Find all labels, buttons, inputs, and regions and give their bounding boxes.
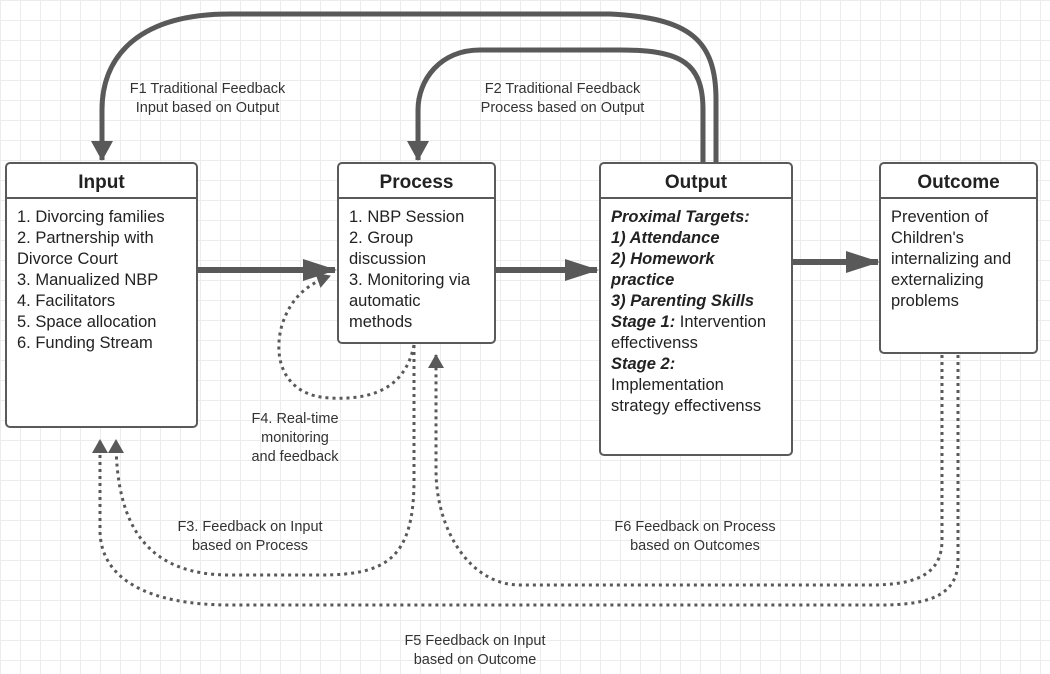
- list-item: 1. NBP Session: [349, 208, 465, 226]
- list-item: 4. Facilitators: [17, 292, 116, 310]
- list-item: Divorce Court: [17, 250, 118, 268]
- target-attendance: 1) Attendance: [611, 229, 720, 247]
- label-f3: F3. Feedback on Input based on Process: [155, 518, 345, 556]
- list-item: 3. Manualized NBP: [17, 271, 159, 289]
- label-f4-line2: monitoring: [261, 430, 329, 446]
- list-item: 5. Space allocation: [17, 313, 157, 331]
- output-list: Proximal Targets: 1) Attendance 2) Homew…: [601, 200, 795, 424]
- stage2-text-cont: strategy effectivenss: [611, 397, 762, 415]
- output-box: Output Proximal Targets: 1) Attendance 2…: [599, 162, 793, 456]
- arrow-f3-process-to-input: [108, 345, 416, 577]
- stage1-text: Intervention: [675, 313, 766, 331]
- output-title: Output: [664, 172, 728, 193]
- label-f6-line1: F6 Feedback on Process: [614, 519, 776, 535]
- outcome-title: Outcome: [917, 172, 1000, 193]
- list-item: Prevention of: [891, 208, 989, 226]
- label-f4-line1: F4. Real-time: [251, 411, 339, 427]
- list-item: externalizing: [891, 271, 984, 289]
- list-item: 2. Group: [349, 229, 414, 247]
- label-f6: F6 Feedback on Process based on Outcomes: [590, 518, 800, 556]
- stage1-text-cont: effectivenss: [611, 334, 698, 352]
- outcome-list: Prevention of Children's internalizing a…: [881, 200, 1040, 319]
- output-divider: [601, 197, 791, 199]
- list-item: 2. Partnership with: [17, 229, 154, 247]
- input-title: Input: [78, 172, 125, 193]
- outcome-divider: [881, 197, 1036, 199]
- list-item: methods: [349, 313, 413, 331]
- label-f2-line2: Process based on Output: [480, 100, 645, 116]
- target-homework: 2) Homework: [611, 250, 715, 268]
- label-f1-line2: Input based on Output: [135, 100, 280, 116]
- label-f1: F1 Traditional Feedback Input based on O…: [110, 80, 305, 118]
- arrow-f6-outcome-to-process: [428, 354, 944, 587]
- list-item: 1. Divorcing families: [17, 208, 165, 226]
- label-f3-line2: based on Process: [191, 538, 309, 554]
- label-f5: F5 Feedback on Input based on Outcome: [380, 632, 570, 670]
- label-f6-line2: based on Outcomes: [630, 538, 760, 554]
- label-f2: F2 Traditional Feedback Process based on…: [460, 80, 665, 118]
- list-item: problems: [891, 292, 959, 310]
- arrow-f1-output-to-input: [91, 11, 719, 163]
- process-divider: [339, 197, 494, 199]
- label-f4: F4. Real-time monitoring and feedback: [240, 410, 350, 467]
- list-item: 6. Funding Stream: [17, 334, 153, 352]
- label-f5-line2: based on Outcome: [413, 652, 537, 668]
- label-f1-line1: F1 Traditional Feedback: [129, 81, 286, 97]
- process-box: Process 1. NBP Session 2. Group discussi…: [337, 162, 496, 344]
- input-box: Input 1. Divorcing families 2. Partnersh…: [5, 162, 198, 428]
- process-title: Process: [379, 172, 454, 193]
- stage2-label: Stage 2:: [611, 355, 676, 373]
- label-f2-line1: F2 Traditional Feedback: [484, 81, 641, 97]
- label-f4-line3: and feedback: [251, 449, 339, 465]
- process-list: 1. NBP Session 2. Group discussion 3. Mo…: [339, 200, 498, 340]
- label-f5-line1: F5 Feedback on Input: [404, 633, 546, 649]
- list-item: 3. Monitoring via: [349, 271, 471, 289]
- outcome-box: Outcome Prevention of Children's interna…: [879, 162, 1038, 354]
- list-item: Children's: [891, 229, 964, 247]
- input-list: 1. Divorcing families 2. Partnership wit…: [7, 200, 200, 361]
- arrow-f4-realtime-loop: [277, 272, 416, 400]
- stage1-line: Stage 1: Intervention: [611, 312, 785, 333]
- list-item: internalizing and: [891, 250, 1012, 268]
- target-parenting: 3) Parenting Skills: [611, 292, 755, 310]
- proximal-targets-heading: Proximal Targets:: [611, 208, 750, 226]
- stage2-text: Implementation: [611, 376, 724, 394]
- arrow-f2-output-to-process: [407, 47, 706, 163]
- list-item: automatic: [349, 292, 421, 310]
- stage1-label: Stage 1:: [611, 313, 676, 331]
- input-divider: [7, 197, 196, 199]
- arrow-f5-outcome-to-input: [92, 355, 960, 607]
- target-homework-cont: practice: [611, 271, 675, 289]
- list-item: discussion: [349, 250, 427, 268]
- label-f3-line1: F3. Feedback on Input: [177, 519, 323, 535]
